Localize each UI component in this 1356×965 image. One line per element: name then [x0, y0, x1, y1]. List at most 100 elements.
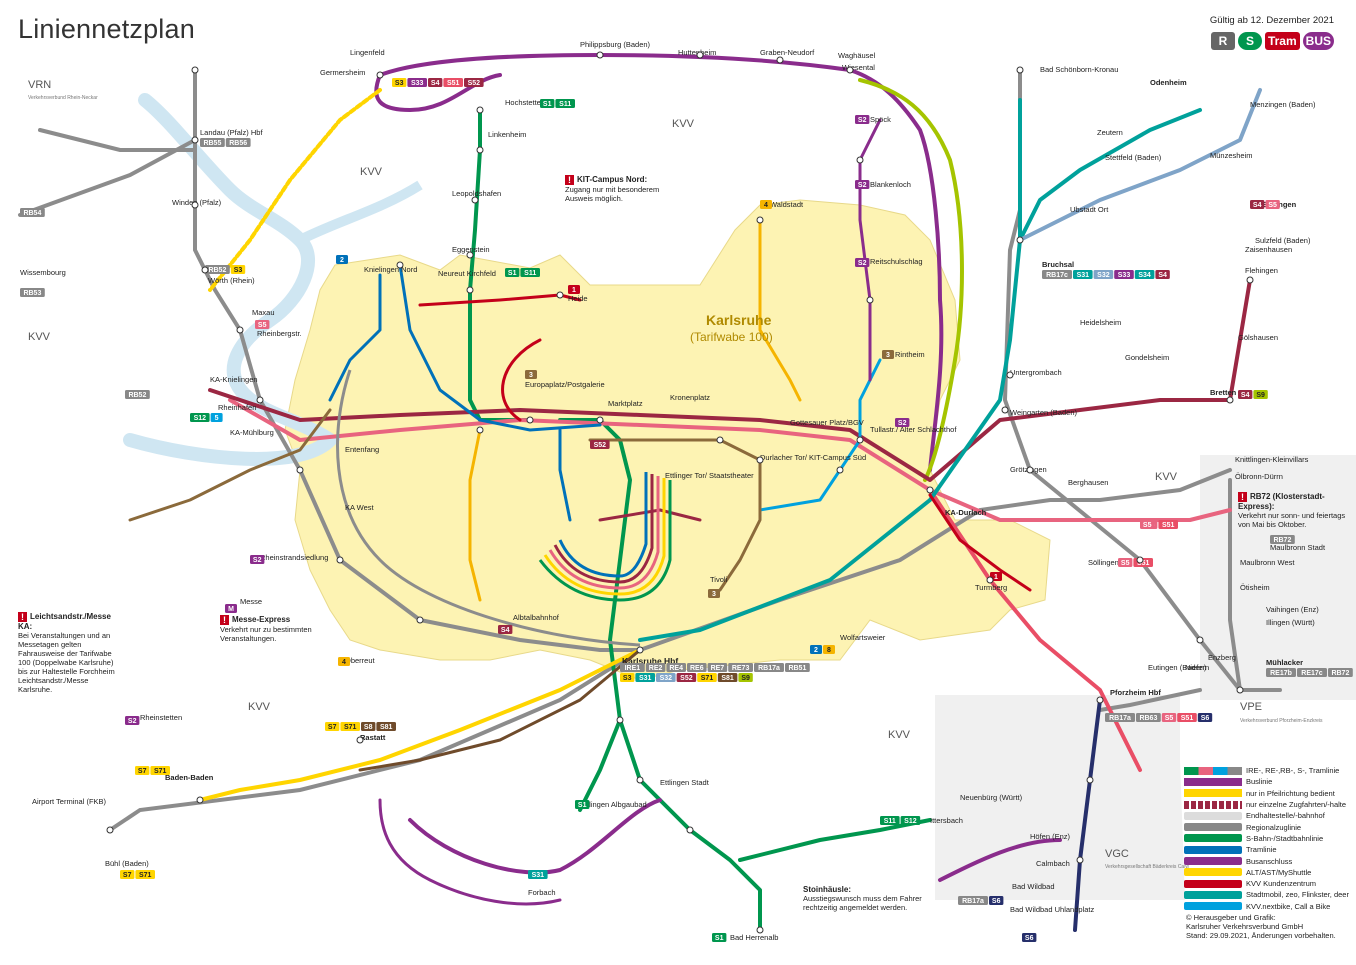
station-oberreut[interactable]: Oberreut: [345, 656, 376, 665]
station-graben-neudorf[interactable]: Graben-Neudorf: [760, 48, 815, 57]
line-badge-s11[interactable]: S11: [880, 816, 900, 825]
station-dot[interactable]: [191, 136, 199, 144]
station-dot[interactable]: [1246, 276, 1254, 284]
station-eutingen[interactable]: Eutingen (Baden): [1148, 663, 1207, 672]
station-buehl[interactable]: Bühl (Baden): [105, 859, 149, 868]
station-reitschulschlag[interactable]: Reitschulschlag: [870, 257, 923, 266]
station-waghaeusel[interactable]: Waghäusel: [838, 51, 876, 60]
station-dot[interactable]: [636, 646, 644, 654]
station-odenheim[interactable]: Odenheim: [1150, 78, 1187, 87]
line-badge-rb63[interactable]: RB63: [1136, 713, 1161, 722]
station-neuenbuerg[interactable]: Neuenbürg (Württ): [960, 793, 1023, 802]
station-messe[interactable]: Messe: [240, 597, 262, 606]
line-badge-s1[interactable]: S1: [540, 99, 555, 108]
station-calmbach[interactable]: Calmbach: [1036, 859, 1070, 868]
line-badge-s5[interactable]: S5: [1265, 200, 1280, 209]
station-dot[interactable]: [596, 51, 604, 59]
station-woerth[interactable]: Wörth (Rhein): [208, 276, 255, 285]
station-dot[interactable]: [926, 486, 934, 494]
line-badge-s4[interactable]: S4: [1155, 270, 1170, 279]
station-dot[interactable]: [296, 466, 304, 474]
station-dot[interactable]: [1096, 696, 1104, 704]
station-dot[interactable]: [356, 736, 364, 744]
station-dot[interactable]: [756, 216, 764, 224]
line-badge-s6[interactable]: S6: [1197, 713, 1213, 722]
station-knittlingen[interactable]: Knittlingen-Kleinvillars: [1235, 455, 1309, 464]
station-dot[interactable]: [776, 56, 784, 64]
station-wildbad-uhlandplatz[interactable]: Bad Wildbad Uhlandplatz: [1010, 905, 1094, 914]
station-dot[interactable]: [201, 266, 209, 274]
station-hochstetten[interactable]: Hochstetten: [505, 98, 545, 107]
station-airport[interactable]: Airport Terminal (FKB): [32, 797, 107, 806]
station-dot[interactable]: [191, 201, 199, 209]
station-vaihingen[interactable]: Vaihingen (Enz): [1266, 605, 1319, 614]
station-weingarten[interactable]: Weingarten (Baden): [1010, 408, 1077, 417]
line-badge-s34[interactable]: S34: [1134, 270, 1155, 279]
station-linkenheim[interactable]: Linkenheim: [488, 130, 526, 139]
line-badge-rb17a[interactable]: RB17a: [1105, 713, 1135, 722]
station-dot[interactable]: [336, 556, 344, 564]
station-bruchsal[interactable]: Bruchsal: [1042, 260, 1074, 269]
station-illingen[interactable]: Illingen (Württ): [1266, 618, 1315, 627]
line-badge-s6[interactable]: S6: [1022, 933, 1037, 942]
station-dot[interactable]: [1026, 466, 1034, 474]
station-gottesauer-platz[interactable]: Gottesauer Platz/BGV: [790, 418, 864, 427]
line-badge-s32[interactable]: S32: [656, 673, 676, 682]
station-dot[interactable]: [396, 261, 404, 269]
station-heide[interactable]: Heide: [568, 294, 588, 303]
station-hoefen[interactable]: Höfen (Enz): [1030, 832, 1071, 841]
line-badge-rb51[interactable]: RB51: [785, 663, 810, 672]
station-dot[interactable]: [1016, 236, 1024, 244]
station-dot[interactable]: [1086, 776, 1094, 784]
station-oelbronn[interactable]: Ölbronn-Dürrn: [1235, 472, 1283, 481]
station-dot[interactable]: [1001, 406, 1009, 414]
station-sulzfeld[interactable]: Sulzfeld (Baden): [1255, 236, 1311, 245]
station-dot[interactable]: [856, 436, 864, 444]
station-bad-wildbad[interactable]: Bad Wildbad: [1012, 882, 1055, 891]
station-dot[interactable]: [756, 456, 764, 464]
station-dot[interactable]: [616, 716, 624, 724]
station-tullastr[interactable]: Tullastr./ Alter Schlachthof: [870, 425, 957, 434]
line-badge-rb52[interactable]: RB52: [125, 390, 150, 399]
line-badge-rb72[interactable]: RB72: [1328, 668, 1353, 677]
line-badge-rb72[interactable]: RB72: [1270, 535, 1295, 544]
station-rheinstrandsiedlung[interactable]: Rheinstrandsiedlung: [260, 553, 328, 562]
line-badge-5[interactable]: 5: [210, 413, 223, 422]
station-dot[interactable]: [1196, 636, 1204, 644]
line-badge-s4[interactable]: S4: [498, 625, 513, 634]
station-dot[interactable]: [466, 286, 474, 294]
line-badge-2[interactable]: 2: [336, 255, 348, 264]
line-badge-ire1[interactable]: IRE1: [620, 663, 645, 672]
station-germersheim[interactable]: Germersheim: [320, 68, 365, 77]
line-badge-s8[interactable]: S8: [361, 722, 376, 731]
line-badge-re6[interactable]: RE6: [687, 663, 707, 672]
line-badge-s4[interactable]: S4: [1238, 390, 1253, 399]
line-badge-s51[interactable]: S51: [443, 78, 463, 87]
line-badge-s32[interactable]: S32: [1093, 270, 1114, 279]
station-albtalbahnhof[interactable]: Albtalbahnhof: [513, 613, 560, 622]
station-entenfang[interactable]: Entenfang: [345, 445, 379, 454]
station-dot[interactable]: [476, 106, 484, 114]
station-maulbronn-stadt[interactable]: Maulbronn Stadt: [1270, 543, 1326, 552]
station-dot[interactable]: [256, 396, 264, 404]
line-badge-8[interactable]: 8: [823, 645, 835, 654]
line-badge-3[interactable]: 3: [708, 589, 720, 598]
station-dot[interactable]: [856, 156, 864, 164]
line-badge-s7[interactable]: S7: [120, 870, 135, 879]
station-dot[interactable]: [1006, 371, 1014, 379]
line-badge-s1[interactable]: S1: [505, 268, 520, 277]
line-badge-s4[interactable]: S4: [1250, 200, 1265, 209]
line-badge-s71[interactable]: S71: [340, 722, 360, 731]
line-badge-rb17a[interactable]: RB17a: [754, 663, 784, 672]
station-eggenstein[interactable]: Eggenstein: [452, 245, 490, 254]
line-badge-rb55[interactable]: RB55: [200, 138, 225, 147]
station-lingenfeld[interactable]: Lingenfeld: [350, 48, 385, 57]
station-dot[interactable]: [466, 251, 474, 259]
line-badge-s12[interactable]: S12: [900, 816, 921, 825]
station-rheinstetten[interactable]: Rheinstetten: [140, 713, 182, 722]
station-dot[interactable]: [686, 826, 694, 834]
station-wiesental[interactable]: Wiesental: [842, 63, 875, 72]
line-badge-re17b[interactable]: RE17b: [1266, 668, 1296, 677]
station-dot[interactable]: [1076, 856, 1084, 864]
